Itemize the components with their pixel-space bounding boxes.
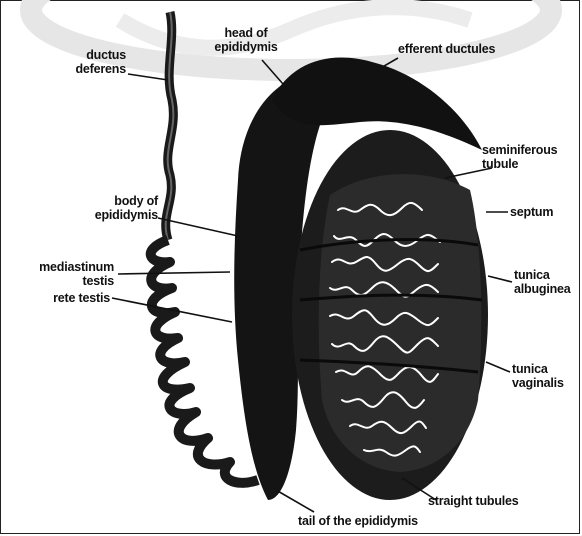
label-seminiferous-tubule: seminiferous tubule xyxy=(482,143,578,171)
lobule-region xyxy=(319,174,482,472)
label-septum: septum xyxy=(510,205,553,219)
label-efferent-ductules: efferent ductules xyxy=(398,42,495,56)
label-head-of-epididymis: head of epididymis xyxy=(206,26,286,54)
label-tail-of-epididymis: tail of the epididymis xyxy=(298,514,418,528)
label-mediastinum-testis: mediastinum testis xyxy=(0,260,114,288)
label-straight-tubules: straight tubules xyxy=(428,494,519,508)
label-rete-testis: rete testis xyxy=(20,291,110,305)
label-tunica-albuginea: tunica albuginea xyxy=(514,268,580,296)
label-body-of-epididymis: body of epididymis xyxy=(54,194,158,222)
label-tunica-vaginalis: tunica vaginalis xyxy=(512,362,580,390)
label-ductus-deferens: ductus deferens xyxy=(46,48,126,76)
